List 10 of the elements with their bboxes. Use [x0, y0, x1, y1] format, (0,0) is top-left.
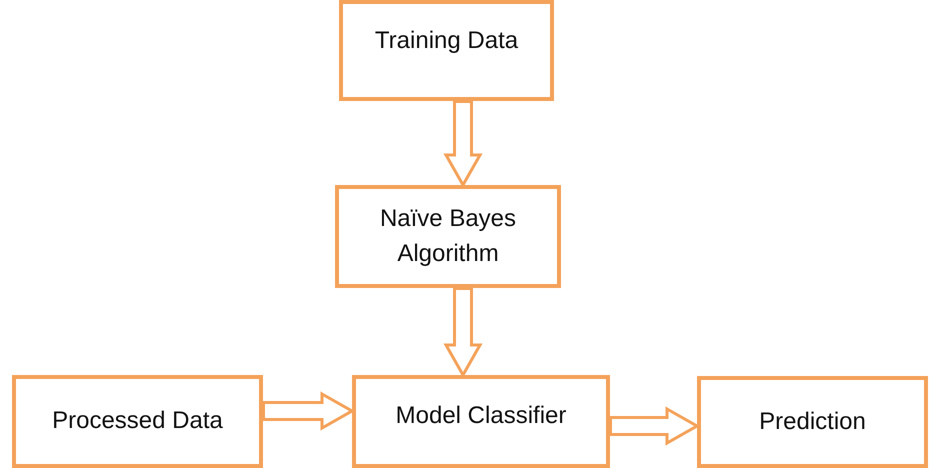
box-label: Prediction: [759, 406, 866, 437]
process-box: [697, 376, 928, 468]
process-box: [352, 375, 610, 468]
process-box: [12, 375, 263, 468]
process-box: [335, 185, 561, 288]
box-label: Model Classifier: [396, 401, 566, 431]
box-label: Naïve Bayes Algorithm: [378, 204, 518, 268]
process-box: [339, 0, 554, 101]
box-label: Training Data: [374, 26, 518, 56]
box-label: Processed Data: [52, 406, 223, 436]
